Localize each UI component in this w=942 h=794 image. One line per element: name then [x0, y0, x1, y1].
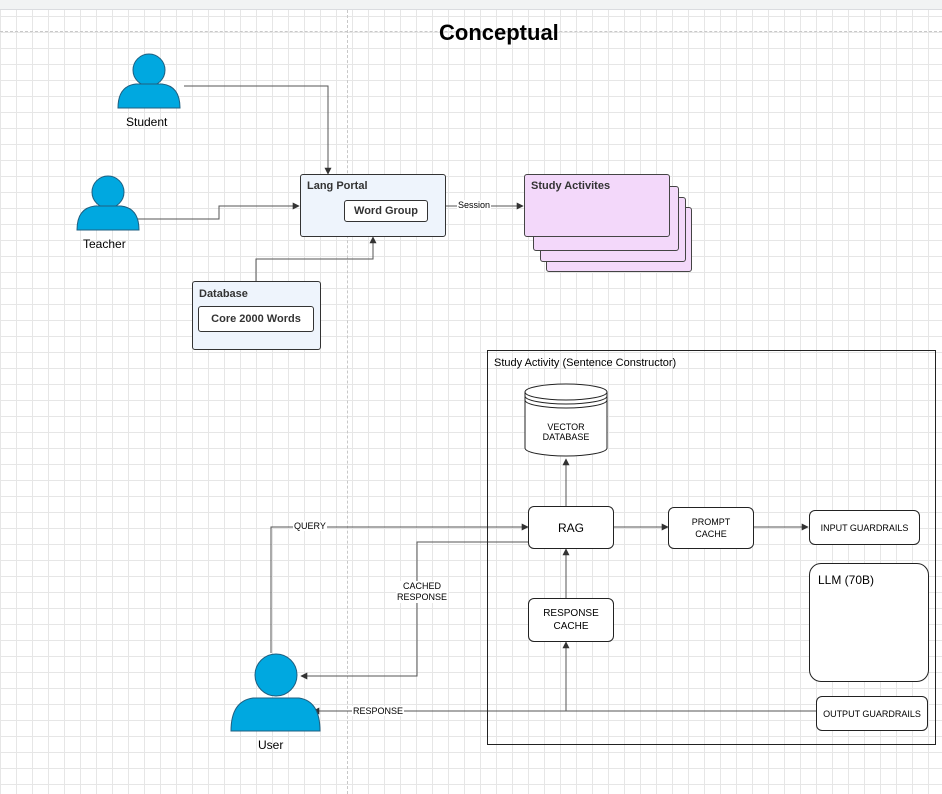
edge-database-portal [255, 236, 377, 281]
top-toolbar-strip [0, 0, 942, 10]
word-group-label: Word Group [354, 205, 418, 217]
input-guardrails-box[interactable]: INPUT GUARDRAILS [809, 510, 920, 545]
edge-student-portal [184, 85, 332, 175]
word-group-box[interactable]: Word Group [344, 200, 428, 222]
horizontal-guide-line [0, 31, 942, 32]
study-activities-box[interactable]: Study Activites [524, 174, 670, 237]
output-guardrails-box[interactable]: OUTPUT GUARDRAILS [816, 696, 928, 731]
prompt-cache-label: PROMPT CACHE [691, 517, 731, 539]
user-label: User [258, 738, 284, 752]
core-words-label: Core 2000 Words [211, 313, 301, 325]
llm-box[interactable]: LLM (70B) [809, 563, 929, 682]
prompt-cache-box[interactable]: PROMPT CACHE [668, 507, 754, 549]
study-activity-title: Study Activity (Sentence Constructor) [494, 357, 677, 369]
vertical-guide-line [347, 10, 348, 794]
output-guardrails-label: OUTPUT GUARDRAILS [823, 708, 921, 719]
llm-label: LLM (70B) [818, 573, 875, 587]
rag-box[interactable]: RAG [528, 506, 614, 549]
rag-label: RAG [557, 520, 584, 535]
user-person-icon [230, 653, 321, 732]
student-label: Student [126, 115, 168, 129]
response-edge-label: RESPONSE [352, 706, 405, 716]
edge-query [270, 523, 529, 653]
student-person-icon [117, 53, 181, 109]
vector-database-cylinder [524, 383, 608, 457]
query-edge-label: QUERY [293, 521, 327, 531]
vector-database-label: VECTOR DATABASE [542, 422, 590, 442]
lang-portal-box[interactable]: Lang Portal Word Group [300, 174, 446, 237]
edge-cached-response [300, 541, 528, 680]
teacher-person-icon [76, 175, 140, 231]
response-cache-box[interactable]: RESPONSE CACHE [528, 598, 614, 642]
database-box[interactable]: Database Core 2000 Words [192, 281, 321, 350]
study-activities-title: Study Activites [531, 180, 611, 192]
input-guardrails-label: INPUT GUARDRAILS [820, 522, 909, 533]
session-edge-label: Session [457, 200, 492, 210]
database-title: Database [199, 288, 248, 300]
edge-teacher-portal [137, 202, 300, 220]
teacher-label: Teacher [83, 237, 126, 251]
page-title: Conceptual [439, 20, 559, 45]
lang-portal-title: Lang Portal [307, 180, 368, 192]
cached-response-edge-label: CACHED RESPONSE [396, 581, 449, 603]
response-cache-label: RESPONSE CACHE [543, 608, 599, 632]
study-activity-container: Study Activity (Sentence Constructor) [487, 350, 936, 745]
core-words-box[interactable]: Core 2000 Words [198, 306, 314, 332]
